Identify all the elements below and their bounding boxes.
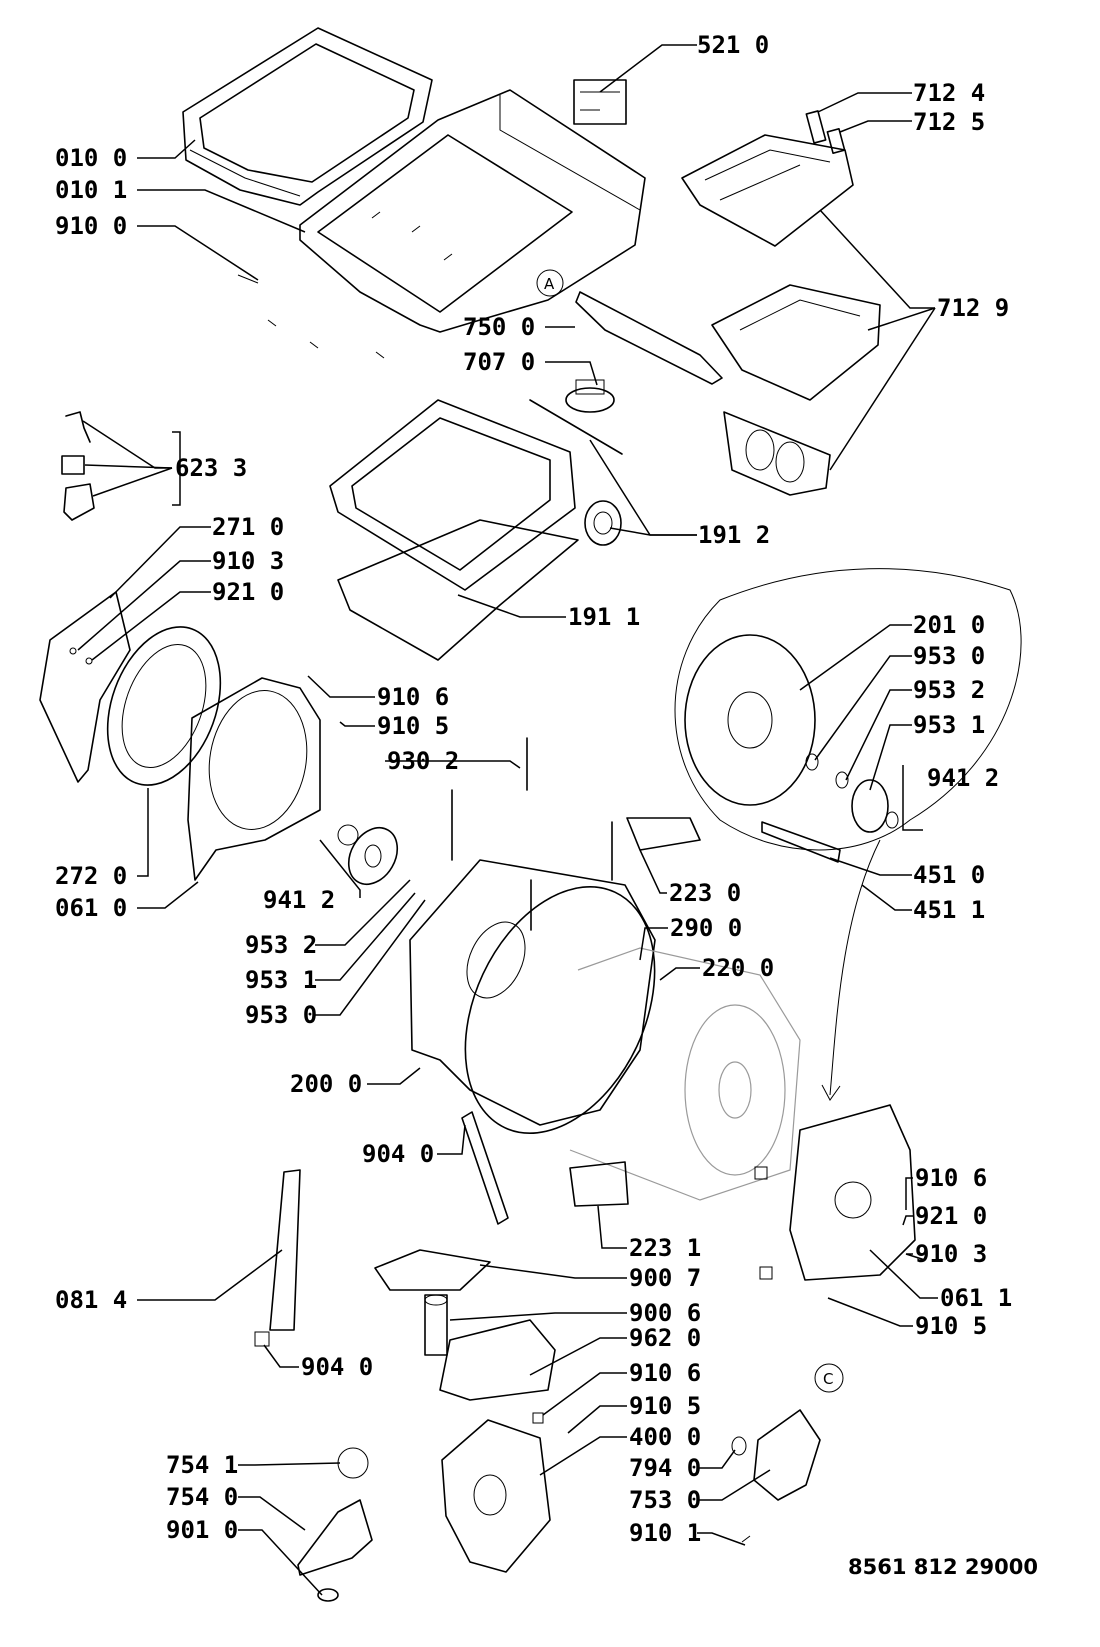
label-910-5-left: 910 5	[377, 712, 449, 740]
bearing-part	[584, 500, 622, 546]
label-794-0: 794 0	[629, 1454, 701, 1482]
label-712-4: 712 4	[913, 79, 985, 107]
drawing-code: 8561 812 29000	[848, 1555, 1038, 1579]
label-223-0: 223 0	[669, 879, 741, 907]
label-200-0: 200 0	[290, 1070, 362, 1098]
label-953-1-left: 953 1	[245, 966, 317, 994]
drum-part	[569, 947, 801, 1201]
top-screws	[237, 274, 385, 359]
label-904-0-bottom: 904 0	[301, 1353, 373, 1381]
label-901-0: 901 0	[166, 1516, 238, 1544]
label-962-0: 962 0	[629, 1324, 701, 1352]
label-750-0: 750 0	[463, 313, 535, 341]
label-941-2-right: 941 2	[927, 764, 999, 792]
label-900-7: 900 7	[629, 1264, 701, 1292]
leader-lines	[77, 44, 938, 1596]
label-910-3-left: 910 3	[212, 547, 284, 575]
label-904-0-top: 904 0	[362, 1140, 434, 1168]
label-754-0: 754 0	[166, 1483, 238, 1511]
label-081-4: 081 4	[55, 1286, 127, 1314]
motor-part: C	[731, 1363, 844, 1543]
label-521-0: 521 0	[697, 31, 769, 59]
pulley-left-part	[337, 824, 399, 886]
label-754-1: 754 1	[166, 1451, 238, 1479]
label-220-0: 220 0	[702, 954, 774, 982]
label-272-0: 272 0	[55, 862, 127, 890]
springs-part	[451, 737, 613, 931]
filter-cover-part	[374, 1249, 491, 1291]
label-921-0-right: 921 0	[915, 1202, 987, 1230]
label-271-0: 271 0	[212, 513, 284, 541]
bracket-bottom-part	[569, 1161, 629, 1207]
tub-back-left-part	[106, 626, 222, 786]
top-lid-part	[182, 27, 433, 206]
label-910-1: 910 1	[629, 1519, 701, 1547]
tub-half-right-part	[754, 1104, 916, 1281]
label-953-2-right: 953 2	[913, 676, 985, 704]
label-191-2: 191 2	[698, 521, 770, 549]
callout-a-circle	[536, 269, 564, 297]
hose-parts	[297, 1447, 373, 1602]
harness-part: A	[536, 269, 723, 385]
bracket-top-part	[626, 817, 701, 851]
label-953-1-right: 953 1	[913, 711, 985, 739]
pressure-switch-part	[565, 379, 615, 413]
pump-part	[441, 1412, 551, 1573]
detail-bubble-outline	[674, 568, 1022, 851]
callout-c: C	[823, 1370, 833, 1388]
label-061-0: 061 0	[55, 894, 127, 922]
cable-rod-part	[529, 399, 623, 455]
label-290-0: 290 0	[670, 914, 742, 942]
top-frame-part	[299, 89, 646, 333]
label-921-0-left: 921 0	[212, 578, 284, 606]
bubble-arrow	[829, 839, 881, 1096]
shock-absorber-part	[254, 1111, 509, 1347]
label-753-0: 753 0	[629, 1486, 701, 1514]
label-910-5-right: 910 5	[915, 1312, 987, 1340]
label-191-1: 191 1	[568, 603, 640, 631]
label-712-5: 712 5	[913, 108, 985, 136]
filter-part	[424, 1294, 448, 1356]
label-451-1: 451 1	[913, 896, 985, 924]
label-941-2-left: 941 2	[263, 886, 335, 914]
label-910-0: 910 0	[55, 212, 127, 240]
label-910-3-right: 910 3	[915, 1240, 987, 1268]
label-plate-part	[573, 79, 627, 125]
label-061-1: 061 1	[940, 1284, 1012, 1312]
callout-c-circle	[814, 1363, 844, 1393]
main-tub-part	[409, 859, 656, 1134]
label-953-2-left: 953 2	[245, 931, 317, 959]
label-010-0: 010 0	[55, 144, 127, 172]
rear-tub-detail-part	[684, 634, 899, 863]
label-930-2: 930 2	[387, 747, 459, 775]
label-900-6: 900 6	[629, 1299, 701, 1327]
part-labels: 521 0 712 4 712 5 010 0 010 1 910 0 712 …	[55, 31, 1012, 1547]
label-953-0-right: 953 0	[913, 642, 985, 670]
tub-half-left-part	[187, 677, 321, 881]
label-010-1: 010 1	[55, 176, 127, 204]
label-400-0: 400 0	[629, 1423, 701, 1451]
label-910-6-bottom: 910 6	[629, 1359, 701, 1387]
plate-part	[439, 1319, 556, 1401]
door-lock-parts	[61, 411, 95, 521]
dispenser-part	[681, 110, 881, 496]
callout-a: A	[544, 275, 555, 293]
label-707-0: 707 0	[463, 348, 535, 376]
label-223-1: 223 1	[629, 1234, 701, 1262]
label-712-9: 712 9	[937, 294, 1009, 322]
heater-part	[761, 821, 841, 863]
label-910-6-left: 910 6	[377, 683, 449, 711]
label-910-6-right: 910 6	[915, 1164, 987, 1192]
left-cover-part	[39, 591, 131, 783]
label-953-0-left: 953 0	[245, 1001, 317, 1029]
label-451-0: 451 0	[913, 861, 985, 889]
label-201-0: 201 0	[913, 611, 985, 639]
label-623-3: 623 3	[175, 454, 247, 482]
label-910-5-bottom: 910 5	[629, 1392, 701, 1420]
tub-ring-part	[329, 399, 579, 661]
